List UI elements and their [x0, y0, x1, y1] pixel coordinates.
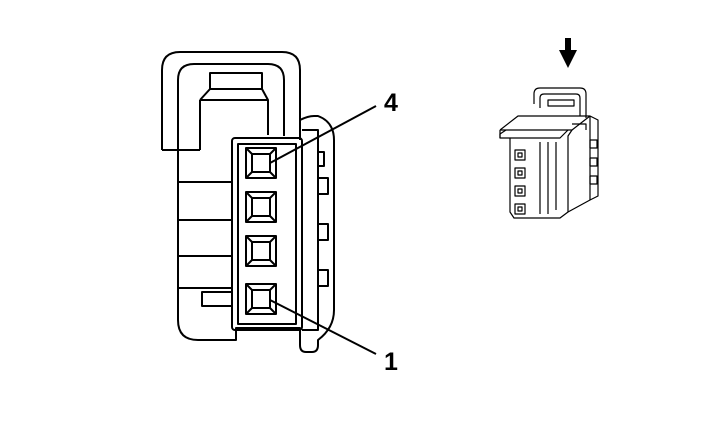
side-nub — [317, 269, 329, 287]
right-rib — [302, 129, 319, 331]
side-notch — [318, 151, 325, 167]
leader-line-pin-1 — [269, 299, 377, 355]
housing-body — [177, 115, 335, 353]
latch-lever — [199, 88, 269, 150]
leader-line-pin-4 — [269, 105, 377, 164]
down-arrow-icon — [559, 38, 577, 68]
terminal-block — [231, 137, 303, 331]
pin-cavity — [245, 283, 277, 315]
pin-cavity — [245, 235, 277, 267]
pin-label-1: 1 — [384, 348, 398, 376]
connector-isometric-view — [499, 87, 599, 219]
latch-tab — [209, 72, 263, 90]
side-nub — [317, 223, 329, 241]
side-nub — [317, 177, 329, 195]
pin-cavity — [245, 191, 277, 223]
latch-outer — [161, 51, 301, 150]
pin-label-4: 4 — [384, 89, 398, 117]
bottom-tab — [201, 291, 233, 307]
pin-cavity — [245, 147, 277, 179]
latch-inner — [177, 63, 285, 150]
connector-front-view — [161, 51, 377, 355]
terminal-block-inner — [237, 143, 297, 325]
